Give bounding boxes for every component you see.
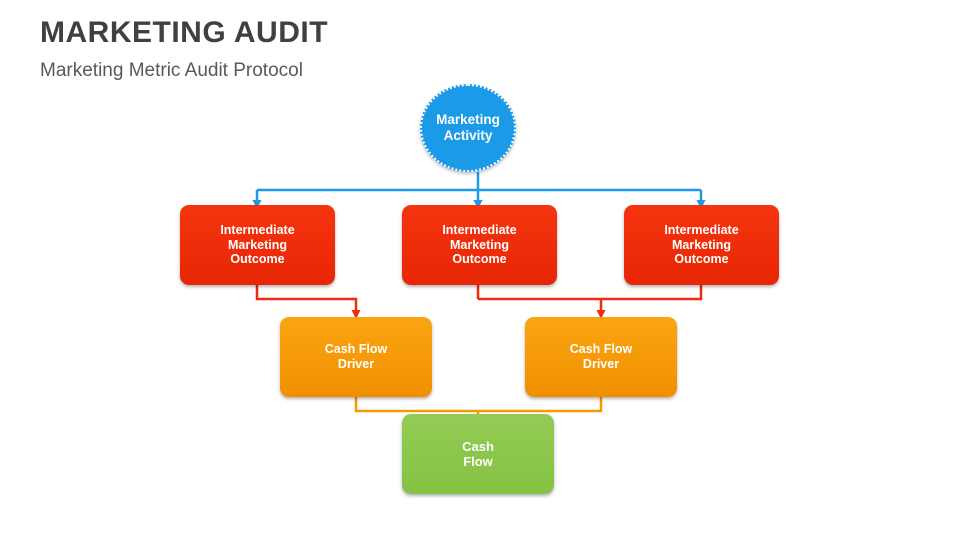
node-label: Cash Flow Driver	[569, 342, 633, 371]
node-intermediate-outcome-1[interactable]: Intermediate Marketing Outcome	[180, 205, 335, 285]
node-cash-flow[interactable]: Cash Flow	[402, 414, 554, 494]
node-label: Intermediate Marketing Outcome	[664, 222, 739, 267]
node-label: Cash Flow Driver	[324, 342, 388, 371]
node-label: Intermediate Marketing Outcome	[220, 222, 295, 267]
node-intermediate-outcome-3[interactable]: Intermediate Marketing Outcome	[624, 205, 779, 285]
node-label: Marketing Activity	[436, 112, 500, 143]
node-label: Cash Flow	[462, 438, 494, 469]
page-title: MARKETING AUDIT	[40, 16, 329, 49]
node-marketing-activity[interactable]: Marketing Activity	[420, 84, 516, 172]
node-label: Intermediate Marketing Outcome	[442, 222, 517, 267]
node-cash-flow-driver-2[interactable]: Cash Flow Driver	[525, 317, 677, 397]
page-subtitle: Marketing Metric Audit Protocol	[40, 60, 303, 81]
node-cash-flow-driver-1[interactable]: Cash Flow Driver	[280, 317, 432, 397]
node-intermediate-outcome-2[interactable]: Intermediate Marketing Outcome	[402, 205, 557, 285]
